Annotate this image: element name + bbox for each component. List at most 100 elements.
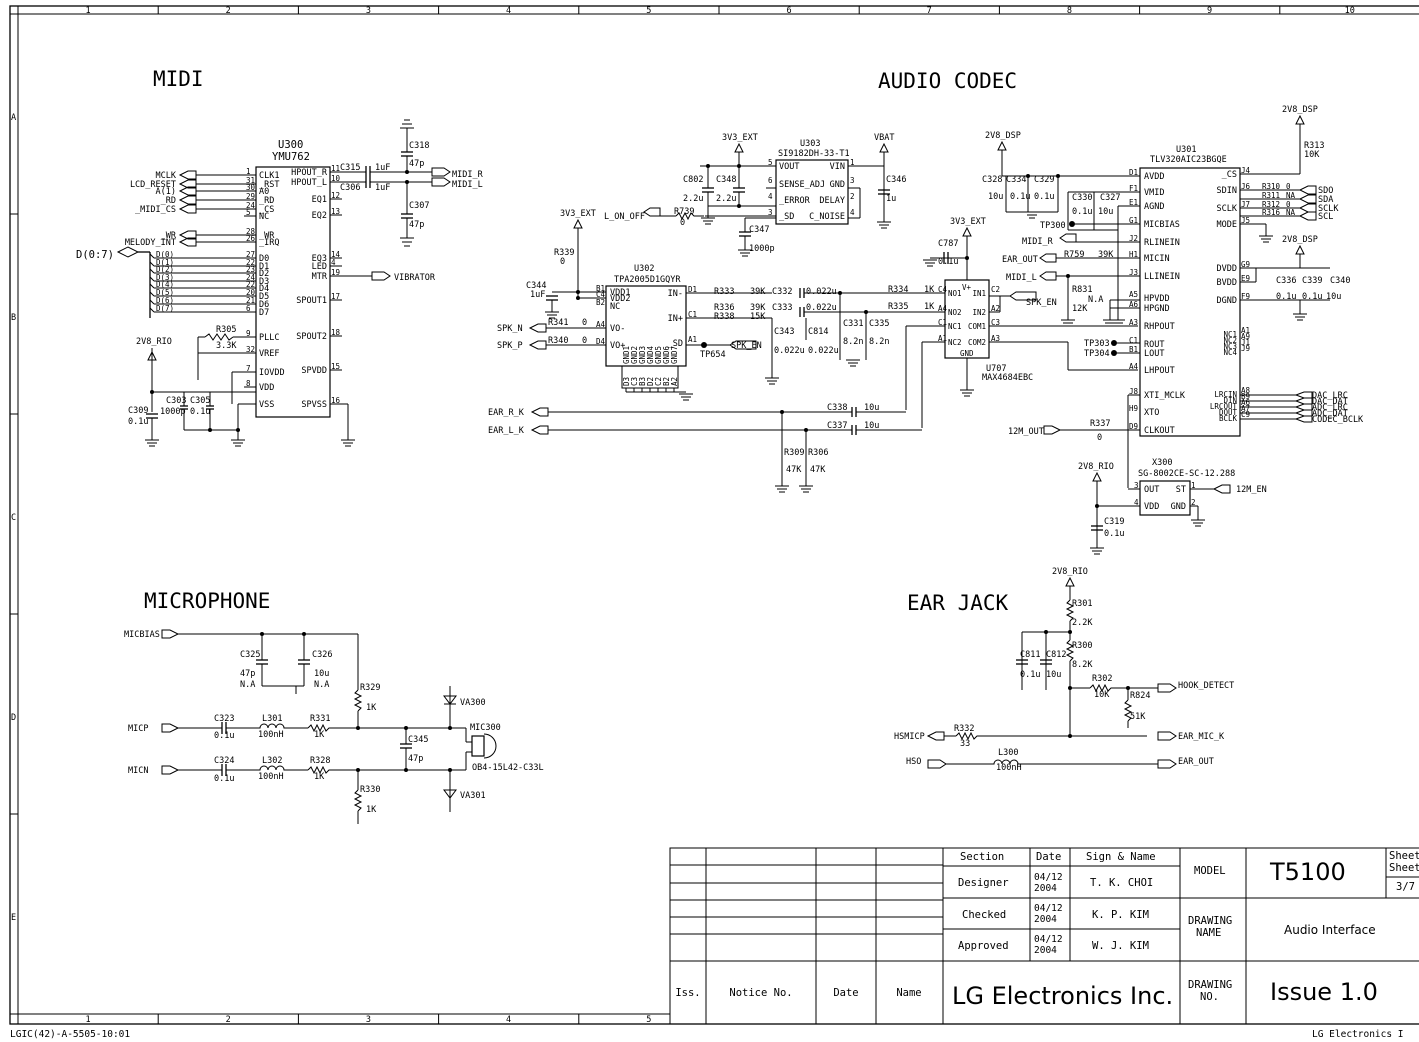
u300-pin-num: 21 xyxy=(246,296,255,305)
u302-gnd-pin: GND1 xyxy=(622,346,631,364)
u301-pin-num: C1 xyxy=(1129,336,1138,345)
u301-pin-sclk: SCLK xyxy=(1217,204,1238,214)
u301-pin-dout: DOUT xyxy=(1219,408,1238,417)
u300-pin-irq: _IRQ xyxy=(259,238,279,248)
u301-pin-num: A7 xyxy=(1241,404,1250,413)
c345-ref: C345 xyxy=(408,735,428,745)
r300-val: 8.2K xyxy=(1072,660,1093,670)
net-sclk: SCLK xyxy=(1318,204,1339,214)
u301-pin-num: J8 xyxy=(1129,387,1139,396)
u301-pin-num: H9 xyxy=(1129,404,1138,413)
u302-ref: U302 xyxy=(634,264,654,274)
u301-pin-lrcin: LRCIN xyxy=(1214,390,1237,399)
col-marker-4: 4 xyxy=(506,6,511,16)
spk-en-label-2: SPK_EN xyxy=(1026,298,1057,308)
tb-company: LG Electronics Inc. xyxy=(952,982,1173,1010)
tb-approved: Approved xyxy=(958,940,1009,952)
c318-val: 47p xyxy=(409,159,424,169)
col-marker-8: 8 xyxy=(1067,6,1072,16)
section-title-audio-codec: AUDIO CODEC xyxy=(878,69,1017,93)
c327-val: 10u xyxy=(1098,207,1113,217)
u707-pin-num: C4 xyxy=(938,285,948,294)
u302-gnd-num: B2 xyxy=(662,377,671,386)
c319-ref: C319 xyxy=(1104,517,1124,527)
port-arrow xyxy=(1294,409,1313,417)
c305-val: 0.1u xyxy=(190,407,210,417)
u707-pin-com2: COM2 xyxy=(968,338,986,347)
u301-pin-num: A6 xyxy=(1241,398,1251,407)
u707-pin-in1: IN1 xyxy=(972,289,986,298)
u707-ref: U707 xyxy=(986,364,1006,374)
u303-pin-num: 1 xyxy=(850,158,855,167)
c309-val: 0.1u xyxy=(128,417,148,427)
tb-sheet-no: 3/7 xyxy=(1396,881,1415,893)
r305-val: 3.3K xyxy=(216,341,237,351)
u301-pin-num: A8 xyxy=(1241,386,1251,395)
u707-pin-nc1: NC1 xyxy=(948,322,962,331)
u303-pin-sd: _SD xyxy=(779,212,794,222)
u301-pin-lout: LOUT xyxy=(1144,349,1164,359)
u300-pin-vref: VREF xyxy=(259,349,279,359)
u300-pin-clk1: CLK1 xyxy=(259,171,279,181)
r306-ref: R306 xyxy=(808,448,828,458)
u300-pin-rd: _RD xyxy=(259,196,274,206)
c346-val: 1u xyxy=(886,194,896,204)
c332-val: 0.022u xyxy=(806,287,837,297)
col-marker-bottom-3: 3 xyxy=(366,1015,371,1025)
u301-pin-num: J5 xyxy=(1241,216,1250,225)
c331-ref: C331 xyxy=(843,319,863,329)
l301-ref: L301 xyxy=(262,714,282,724)
c326-val2: N.A xyxy=(314,680,329,690)
c334-val: 0.1u xyxy=(1010,192,1030,202)
r759-ref: R759 xyxy=(1064,250,1084,260)
u301-pin-num: H1 xyxy=(1129,250,1138,259)
c306-ref: C306 xyxy=(340,183,360,193)
x300-pin-out: OUT xyxy=(1144,485,1159,495)
c347-val: 1000p xyxy=(749,244,775,254)
u302-gnd-pin: GND4 xyxy=(646,345,655,364)
u301-pin-sdin: SDIN xyxy=(1217,186,1237,196)
u301-pin-nc4: NC4 xyxy=(1223,348,1237,357)
u300-pin-vdd: VDD xyxy=(259,383,274,393)
r302-val: 10K xyxy=(1094,690,1110,700)
u300-pin-num: 26 xyxy=(246,234,256,243)
r328-ref: R328 xyxy=(310,756,330,766)
c812-ref: C812 xyxy=(1046,650,1066,660)
u300-pin-spvss: SPVSS xyxy=(301,400,327,410)
u303-pin-num: 4 xyxy=(850,208,855,217)
spk-n-label: SPK_N xyxy=(497,324,523,334)
net-adc_lrc: ADC_LRC xyxy=(1312,403,1348,413)
u301-pin-num: J6 xyxy=(1241,182,1251,191)
r302-ref: R302 xyxy=(1092,674,1112,684)
u300-pin-num: 24 xyxy=(246,201,256,210)
net-midi-r: MIDI_R xyxy=(452,170,484,180)
c307-val: 47p xyxy=(409,220,424,230)
c334-ref: C334 xyxy=(1006,175,1026,185)
va300-label: VA300 xyxy=(460,698,486,708)
hook-detect-label: HOOK_DETECT xyxy=(1178,681,1234,691)
u300-pin-num: 22 xyxy=(246,258,255,267)
c306-val: 1uF xyxy=(375,183,390,193)
c331-val: 8.2n xyxy=(843,337,863,347)
u301-pin-nc1: NC1 xyxy=(1223,330,1237,339)
u707-pin-no2: NO2 xyxy=(948,308,962,317)
right-ref-text: LG Electronics I xyxy=(1312,1029,1404,1040)
u301-part: TLV320AIC23BGQE xyxy=(1150,155,1227,165)
u707-ic xyxy=(944,279,990,359)
v3v3b-label: 3V3_EXT xyxy=(950,217,986,227)
net-dac_dat: DAC_DAT xyxy=(1312,397,1348,407)
c330-val: 0.1u xyxy=(1072,207,1092,217)
u707-pin-num: A3 xyxy=(991,334,1000,343)
u301-pin-num: A1 xyxy=(1241,326,1250,335)
c343-val: 0.022u xyxy=(774,346,805,356)
midi-l-in-label: MIDI_L xyxy=(1006,273,1037,283)
v3v3-label-2: 3V3_EXT xyxy=(560,209,596,219)
r341-val: 0 xyxy=(582,318,587,328)
u301-pin-num: A9 xyxy=(1241,332,1250,341)
c318-ref: C318 xyxy=(409,141,429,151)
c812-val: 10u xyxy=(1046,670,1061,680)
c305-ref: C305 xyxy=(190,396,210,406)
u302-gnd-pin: GND2 xyxy=(630,346,639,364)
